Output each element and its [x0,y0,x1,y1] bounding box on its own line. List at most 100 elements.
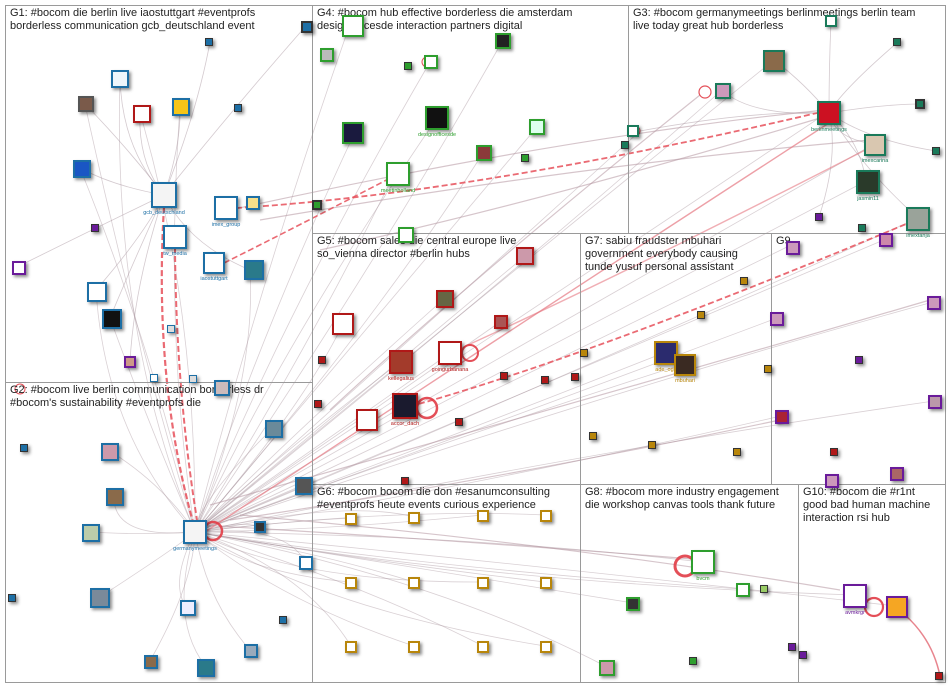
group-panel-g8: G8: #bocom more industry engagement die … [580,484,799,683]
avatar-node [345,641,357,653]
avatar-node [764,365,772,373]
avatar-node [144,655,158,669]
avatar-node [82,524,100,542]
avatar-node [180,600,196,616]
edge [194,352,451,533]
avatar-node [455,418,463,426]
edge [209,299,931,506]
group-panel-g2: G2: #bocom live berlin communication bor… [5,382,313,683]
avatar-node [12,261,26,275]
avatar-node [915,99,925,109]
avatar-node [90,588,110,608]
flow-edge [160,206,195,523]
node-label-berlinmeetings: berlinmeetings [811,127,847,133]
avatar-node [541,376,549,384]
avatar-node [78,96,94,112]
avatar-node [580,349,588,357]
gcb-logo-icon [183,520,207,544]
avatar-node [73,160,91,178]
avatar-node [516,247,534,265]
berlin-logo-icon [817,101,841,125]
avatar-node [830,448,838,456]
edge [173,106,196,533]
avatar-node [299,556,313,570]
avatar-node [301,21,313,33]
avatar-node [172,98,190,116]
group-panel-g4: G4: #bocom hub effective borderless die … [312,5,629,234]
avatar-node [265,420,283,438]
avatar-node [540,510,552,522]
avatar-node [214,380,230,396]
flow-edge [449,144,876,354]
avatar-node [928,395,942,409]
avatar-node [477,510,489,522]
avatar-node [205,38,213,46]
edge [194,531,546,647]
tulip-logo-icon [386,162,410,186]
avatar-node [788,643,796,651]
avatar-node [540,577,552,589]
avatar-node [495,33,511,49]
avatar-node [500,372,508,380]
edge [95,289,196,533]
group-label-g8: G8: #bocom more industry engagement die … [585,486,779,511]
edge [639,112,830,132]
edge [194,317,778,533]
avatar-node [494,315,508,329]
avatar-node [234,104,242,112]
node-label-goingurbanana: goingurbanana [431,367,469,373]
edge [84,103,196,533]
avatar-node [320,48,334,62]
avatar-node [408,577,420,589]
edge [194,531,546,583]
edge [194,531,634,604]
avatar-node [697,311,705,319]
node-label-imex-group: imex_group [211,222,241,228]
avatar-node [436,290,454,308]
edge-layer [14,20,941,677]
avatar-node [815,213,823,221]
avatar-node [855,356,863,364]
gcb-logo-icon [151,182,177,208]
avatar-node [799,651,807,659]
edge [199,524,706,561]
avatar-node [167,325,175,333]
avatar-node [342,122,364,144]
edge [194,531,415,583]
edge [194,531,415,647]
avatar-node [689,657,697,665]
edge [118,77,196,533]
bvcm-logo-icon [691,550,715,574]
edge [194,89,723,533]
edge [194,531,897,607]
avatar-node [648,441,656,449]
group-panel-g3: G3: #bocom germanymeetings berlinmeeting… [628,5,946,234]
edge [194,59,775,533]
edge [139,112,196,533]
avatar-node [106,488,124,506]
avatar-node [825,15,837,27]
flow-edge [904,614,941,677]
avatar-node [825,474,839,488]
edge [194,217,919,533]
avatar-node [408,641,420,653]
edge [194,171,396,533]
node-label-bvcm: bvcm [696,576,710,582]
self-loop [14,383,26,395]
node-label-tw-media: tw_media [163,251,187,257]
avatar-node [599,660,615,676]
edge [194,297,446,533]
avatar-node [189,375,197,383]
edge [194,531,856,596]
avatar-node [927,296,941,310]
node-label-germanymeetings: germanymeetings [173,546,217,552]
avatar-node [626,597,640,611]
avatar-icon [389,350,413,374]
avatar-node [886,596,908,618]
avatar-node [589,432,597,440]
edge [129,194,165,363]
avatar-node [621,141,629,149]
edge [194,269,251,533]
avatar-node [244,260,264,280]
